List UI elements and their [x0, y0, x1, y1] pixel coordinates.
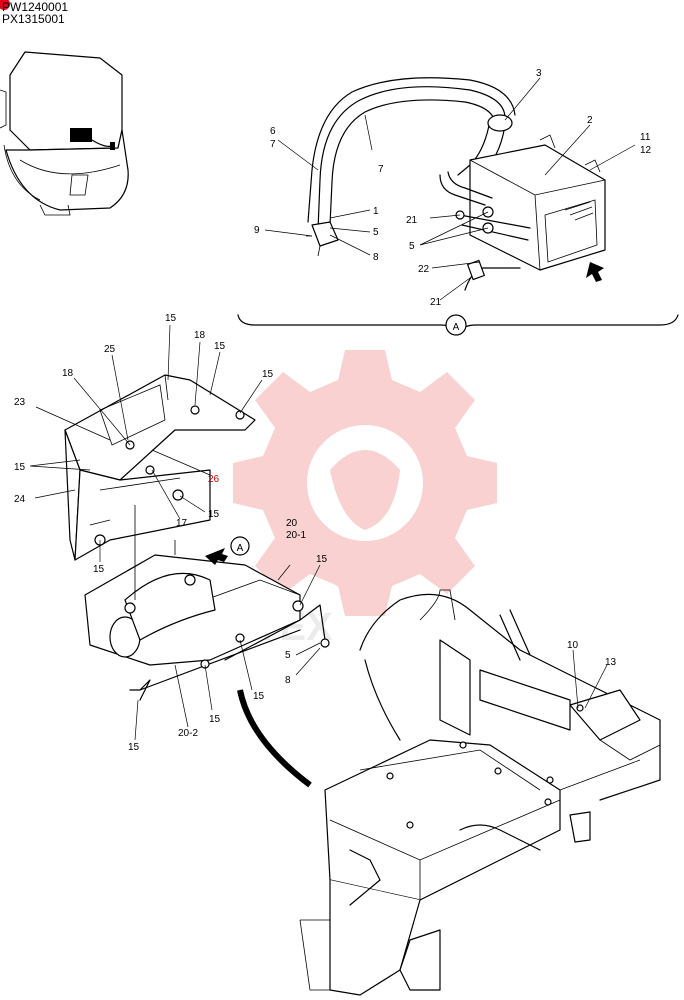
callout-8b: 8	[285, 675, 291, 686]
machine-frame	[299, 589, 661, 996]
callout-15a: 15	[165, 313, 177, 324]
callout-15e: 15	[208, 509, 220, 520]
callout-7b: 7	[378, 164, 384, 175]
callout-20-2: 20-2	[178, 728, 198, 739]
duct-covers-exploded: A	[64, 374, 330, 788]
model-code-1: PW1240001	[2, 0, 68, 14]
callout-8a: 8	[373, 252, 379, 263]
callout-5c: 5	[285, 650, 291, 661]
callout-15c: 15	[262, 369, 274, 380]
callout-1: 1	[373, 206, 379, 217]
callout-23: 23	[14, 397, 26, 408]
callout-2: 2	[587, 115, 593, 126]
callout-18a: 18	[62, 368, 74, 379]
callout-22: 22	[418, 264, 430, 275]
cab-location-thumbnail	[0, 51, 129, 216]
callout-21a: 21	[406, 215, 418, 226]
arrow-view-label: A	[237, 543, 244, 554]
callout-15j: 15	[128, 742, 140, 753]
callout-13: 13	[605, 657, 617, 668]
callout-10: 10	[567, 640, 579, 651]
callout-15i: 15	[209, 714, 221, 725]
header-codes: PW1240001 PX1315001	[0, 0, 68, 26]
direction-arrow-icon	[586, 262, 604, 282]
callout-7a: 7	[270, 139, 276, 150]
heater-assembly-detail: A	[237, 77, 679, 336]
callout-15h: 15	[253, 691, 265, 702]
callout-20-1: 20-1	[286, 530, 306, 541]
view-a-arrow-icon	[205, 548, 228, 565]
red-marker-icon	[0, 0, 10, 10]
callout-5a: 5	[373, 227, 379, 238]
callout-numbers: 3 2 11 12 6 7 7 1 5 8 9 21 5 22 21 15 25…	[14, 68, 652, 753]
callout-5b: 5	[409, 241, 415, 252]
callout-15d: 15	[14, 462, 26, 473]
callout-15f: 15	[93, 564, 105, 575]
leader-lines	[29, 77, 636, 741]
callout-26: 26	[208, 474, 220, 485]
callout-6: 6	[270, 126, 276, 137]
callout-3: 3	[536, 68, 542, 79]
model-code-2: PX1315001	[2, 12, 65, 26]
view-label: A	[453, 322, 460, 333]
callout-18b: 18	[194, 330, 206, 341]
callout-17: 17	[176, 518, 188, 529]
callout-15b: 15	[214, 341, 226, 352]
callout-9: 9	[254, 225, 260, 236]
callout-15g: 15	[316, 554, 328, 565]
callout-20: 20	[286, 518, 298, 529]
callout-11: 11	[640, 132, 651, 143]
callout-12: 12	[640, 145, 652, 156]
callout-25: 25	[104, 344, 116, 355]
callout-21b: 21	[430, 297, 442, 308]
callout-24: 24	[14, 494, 26, 505]
